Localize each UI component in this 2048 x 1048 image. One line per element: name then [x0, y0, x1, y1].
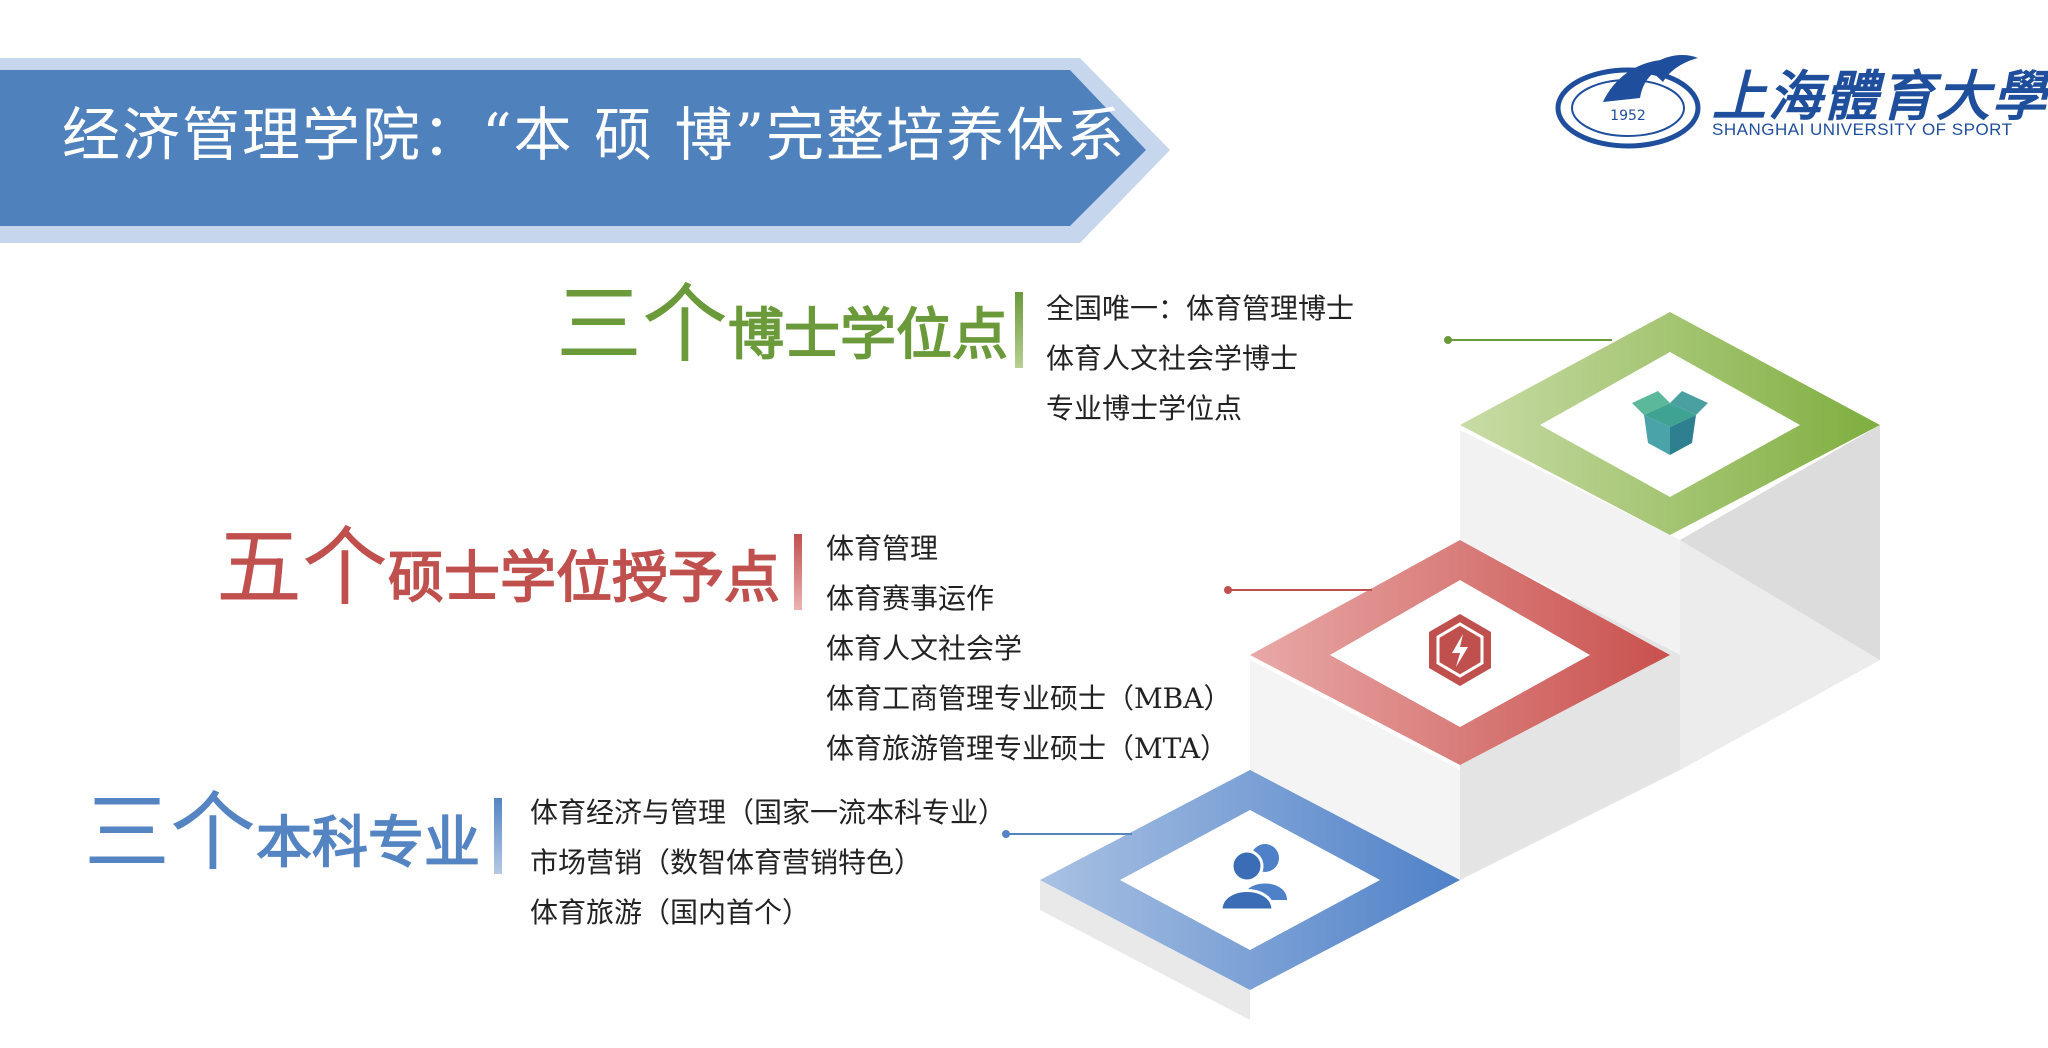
doctoral-count: 三个 — [556, 275, 728, 375]
list-item: 市场营销（数智体育营销特色） — [530, 846, 923, 879]
page-title: 经济管理学院：“本 硕 博”完整培养体系 — [62, 101, 1127, 169]
list-item: 体育管理 — [826, 532, 939, 565]
doctoral-label: 博士学位点 — [728, 302, 1008, 368]
doctoral-heading: 三个博士学位点 — [556, 282, 1008, 368]
list-item: 体育旅游（国内首个） — [530, 896, 811, 929]
bachelor-heading: 三个本科专业 — [84, 790, 480, 876]
stair-front-1 — [1250, 660, 1460, 880]
bachelor-label: 本科专业 — [256, 810, 480, 876]
bachelor-list: 体育经济与管理（国家一流本科专业） 市场营销（数智体育营销特色） 体育旅游（国内… — [530, 788, 1006, 938]
seal-year: 1952 — [1610, 108, 1646, 124]
list-item: 体育人文社会学 — [826, 632, 1023, 665]
open-box-icon — [1632, 391, 1708, 455]
list-item: 体育赛事运作 — [826, 582, 995, 615]
lightning-hexagon-icon — [1429, 614, 1491, 686]
banner-arrow-front — [0, 70, 1146, 226]
list-item: 专业博士学位点 — [1046, 392, 1243, 425]
doctoral-connector-dot — [1444, 336, 1452, 344]
title-banner — [0, 58, 1170, 243]
bachelor-connector-dot — [1002, 830, 1010, 838]
stair-front-3 — [1680, 540, 1880, 770]
list-item: 体育经济与管理（国家一流本科专业） — [530, 796, 1007, 829]
master-connector-dot — [1224, 586, 1232, 594]
stair-left-face — [1040, 880, 1250, 1020]
university-name-cn: 上海體育大學 — [1712, 64, 2048, 128]
list-item: 体育工商管理专业硕士（MBA） — [826, 682, 1232, 715]
users-icon — [1219, 844, 1287, 912]
list-item: 体育旅游管理专业硕士（MTA） — [826, 732, 1229, 765]
stair-front-2 — [1460, 430, 1680, 655]
master-label: 硕士学位授予点 — [388, 545, 780, 611]
bachelor-count: 三个 — [84, 783, 256, 883]
bachelor-divider — [494, 798, 502, 874]
university-name-en: SHANGHAI UNIVERSITY OF SPORT — [1712, 120, 2013, 139]
doctoral-divider — [1015, 292, 1023, 368]
list-item: 体育人文社会学博士 — [1046, 342, 1299, 375]
list-item: 全国唯一：体育管理博士 — [1046, 292, 1355, 325]
university-seal-logo: 1952 — [1555, 55, 1701, 149]
doctoral-list: 全国唯一：体育管理博士 体育人文社会学博士 专业博士学位点 — [1046, 284, 1354, 434]
master-heading: 五个硕士学位授予点 — [216, 525, 780, 611]
master-divider — [794, 534, 802, 610]
master-count: 五个 — [216, 518, 388, 618]
master-list: 体育管理 体育赛事运作 体育人文社会学 体育工商管理专业硕士（MBA） 体育旅游… — [826, 524, 1231, 774]
